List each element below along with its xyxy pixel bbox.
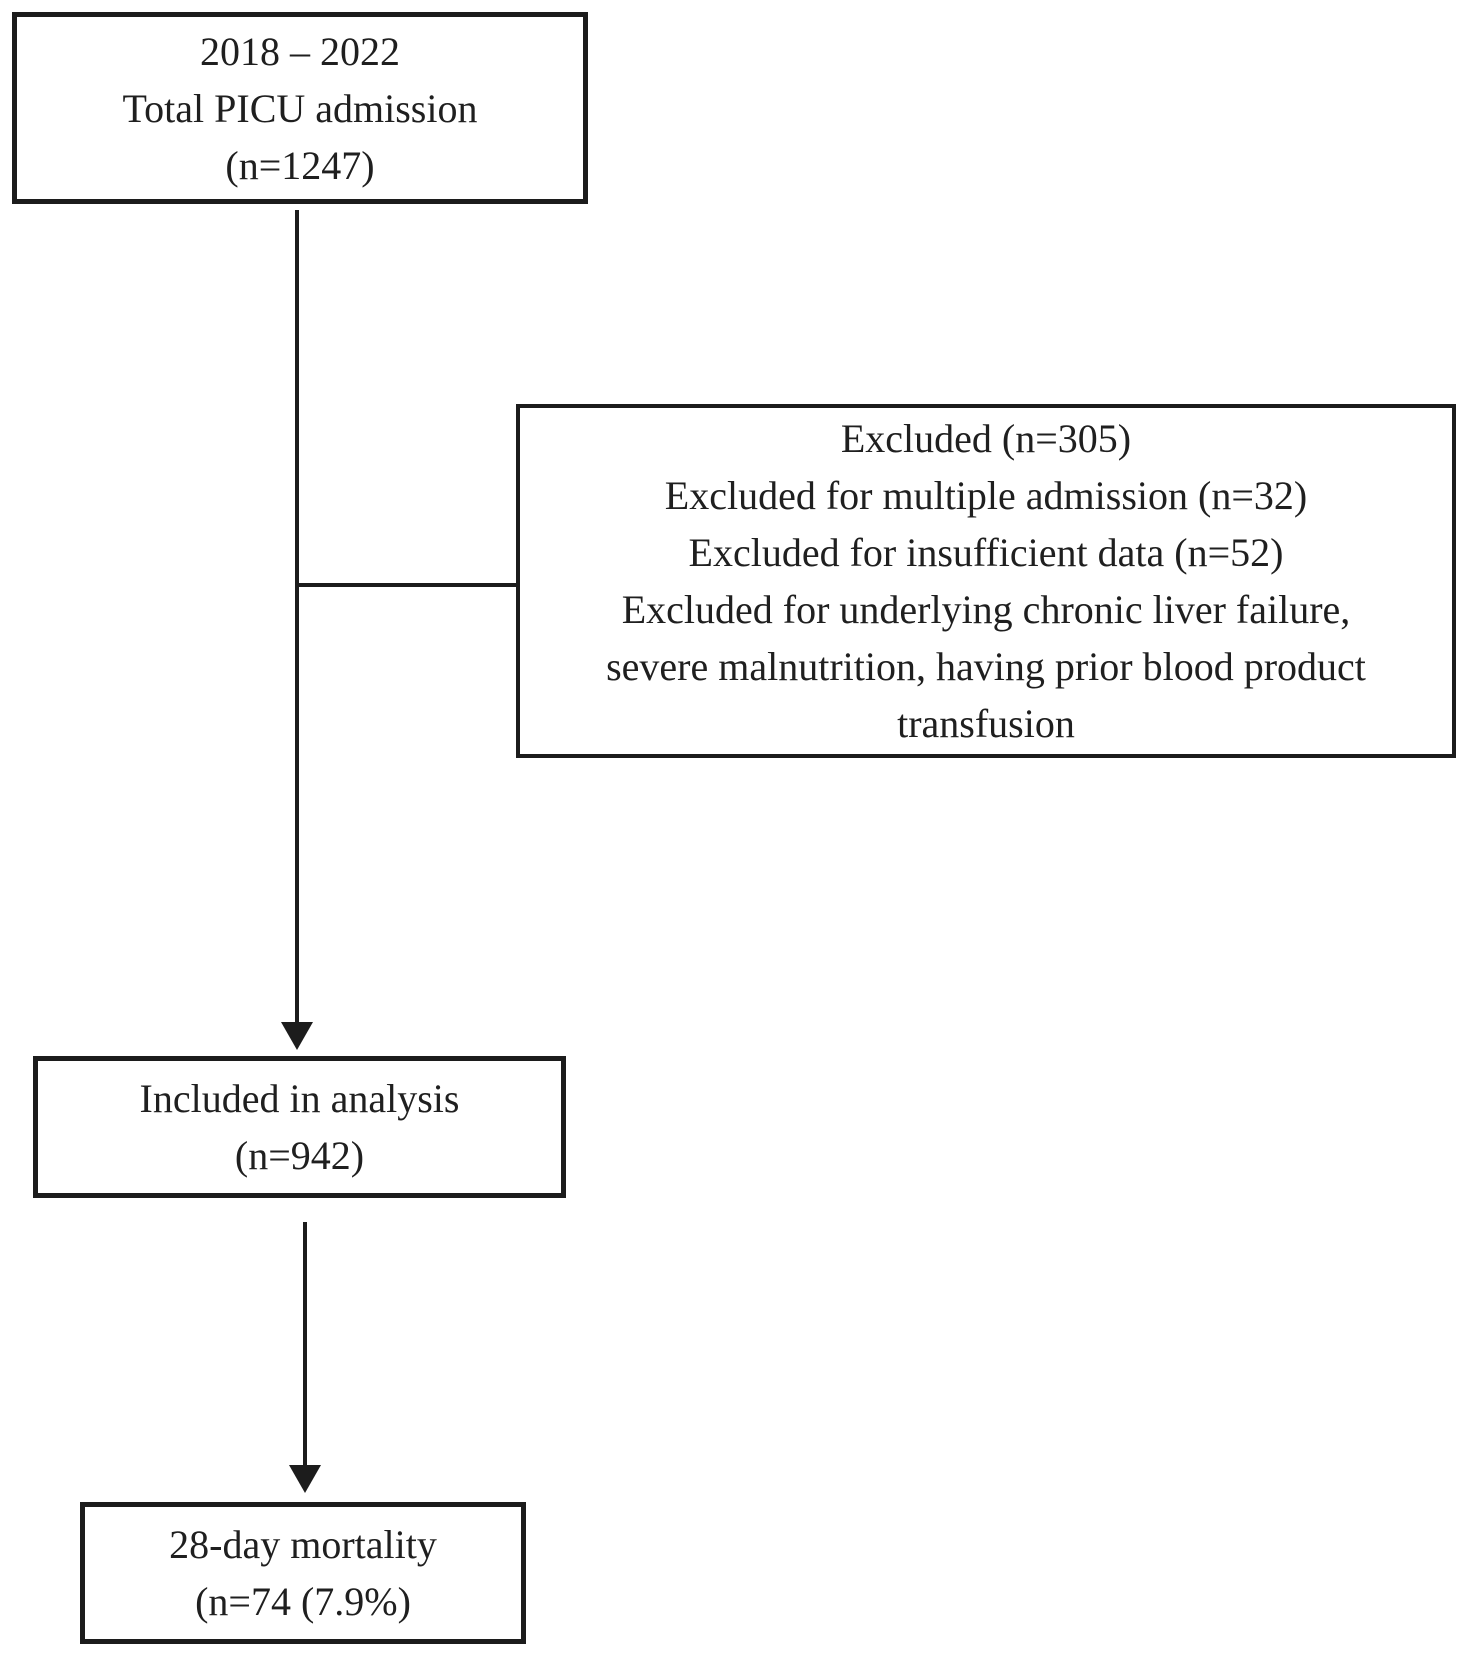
- arrowhead-down-icon: [281, 1022, 313, 1050]
- total-admission-box: 2018 – 2022 Total PICU admission (n=1247…: [12, 12, 588, 204]
- total-admission-years: 2018 – 2022: [200, 28, 400, 74]
- arrow-included-to-mortality-line: [303, 1222, 307, 1465]
- included-analysis-count: (n=942): [234, 1133, 365, 1178]
- arrowhead-down-icon: [289, 1465, 321, 1493]
- mortality-box: 28-day mortality (n=74 (7.9%): [80, 1502, 526, 1644]
- included-analysis-label: Included in analysis: [139, 1076, 460, 1121]
- total-admission-label: Total PICU admission: [122, 85, 478, 131]
- excluded-other-reasons-line1: Excluded for underlying chronic liver fa…: [621, 587, 1351, 632]
- excluded-total: Excluded (n=305): [840, 416, 1132, 461]
- excluded-other-reasons-line2: severe malnutrition, having prior blood …: [606, 644, 1366, 689]
- included-analysis-box: Included in analysis (n=942): [33, 1056, 566, 1198]
- mortality-count: (n=74 (7.9%): [195, 1579, 411, 1624]
- excluded-other-reasons-line3: transfusion: [897, 701, 1075, 746]
- arrow-total-to-included-line: [295, 210, 299, 1022]
- mortality-label: 28-day mortality: [169, 1522, 437, 1567]
- excluded-insufficient-data: Excluded for insufficient data (n=52): [688, 530, 1284, 575]
- connector-to-excluded-line: [297, 583, 516, 587]
- excluded-box: Excluded (n=305) Excluded for multiple a…: [516, 404, 1456, 758]
- total-admission-count: (n=1247): [225, 142, 375, 188]
- excluded-multiple-admission: Excluded for multiple admission (n=32): [664, 473, 1308, 518]
